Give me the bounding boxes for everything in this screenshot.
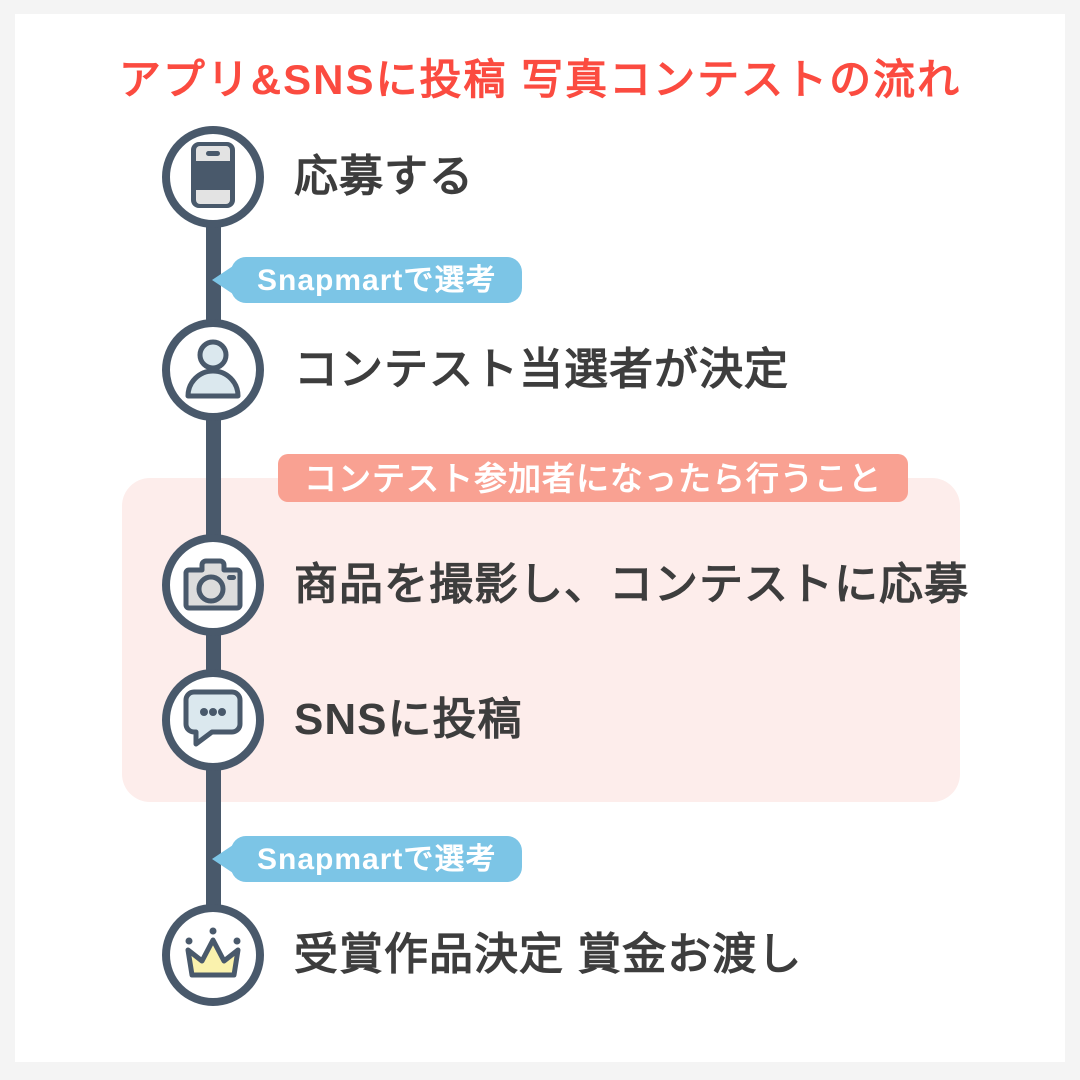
snapmart-selection-badge: Snapmartで選考 <box>231 836 523 882</box>
step-label-winner: コンテスト当選者が決定 <box>294 345 789 394</box>
timeline-node-shoot <box>162 534 264 636</box>
timeline-node-award <box>162 904 264 1006</box>
step-label-award: 受賞作品決定 賞金お渡し <box>294 930 803 979</box>
timeline-node-winner <box>162 319 264 421</box>
page-title: アプリ&SNSに投稿 写真コンテストの流れ <box>118 56 962 103</box>
step-label-apply: 応募する <box>294 152 474 201</box>
speech-bubble-icon <box>182 688 244 753</box>
camera-icon <box>182 554 244 617</box>
crown-icon <box>180 923 246 988</box>
user-icon <box>181 336 245 405</box>
participant-panel <box>122 478 960 802</box>
timeline-node-apply <box>162 126 264 228</box>
step-label-sns: SNSに投稿 <box>294 695 523 744</box>
smartphone-icon <box>190 141 236 214</box>
participant-note-badge: コンテスト参加者になったら行うこと <box>278 454 908 502</box>
step-label-shoot: 商品を撮影し、コンテストに応募 <box>294 560 969 609</box>
snapmart-selection-badge: Snapmartで選考 <box>231 257 523 303</box>
timeline-node-sns <box>162 669 264 771</box>
